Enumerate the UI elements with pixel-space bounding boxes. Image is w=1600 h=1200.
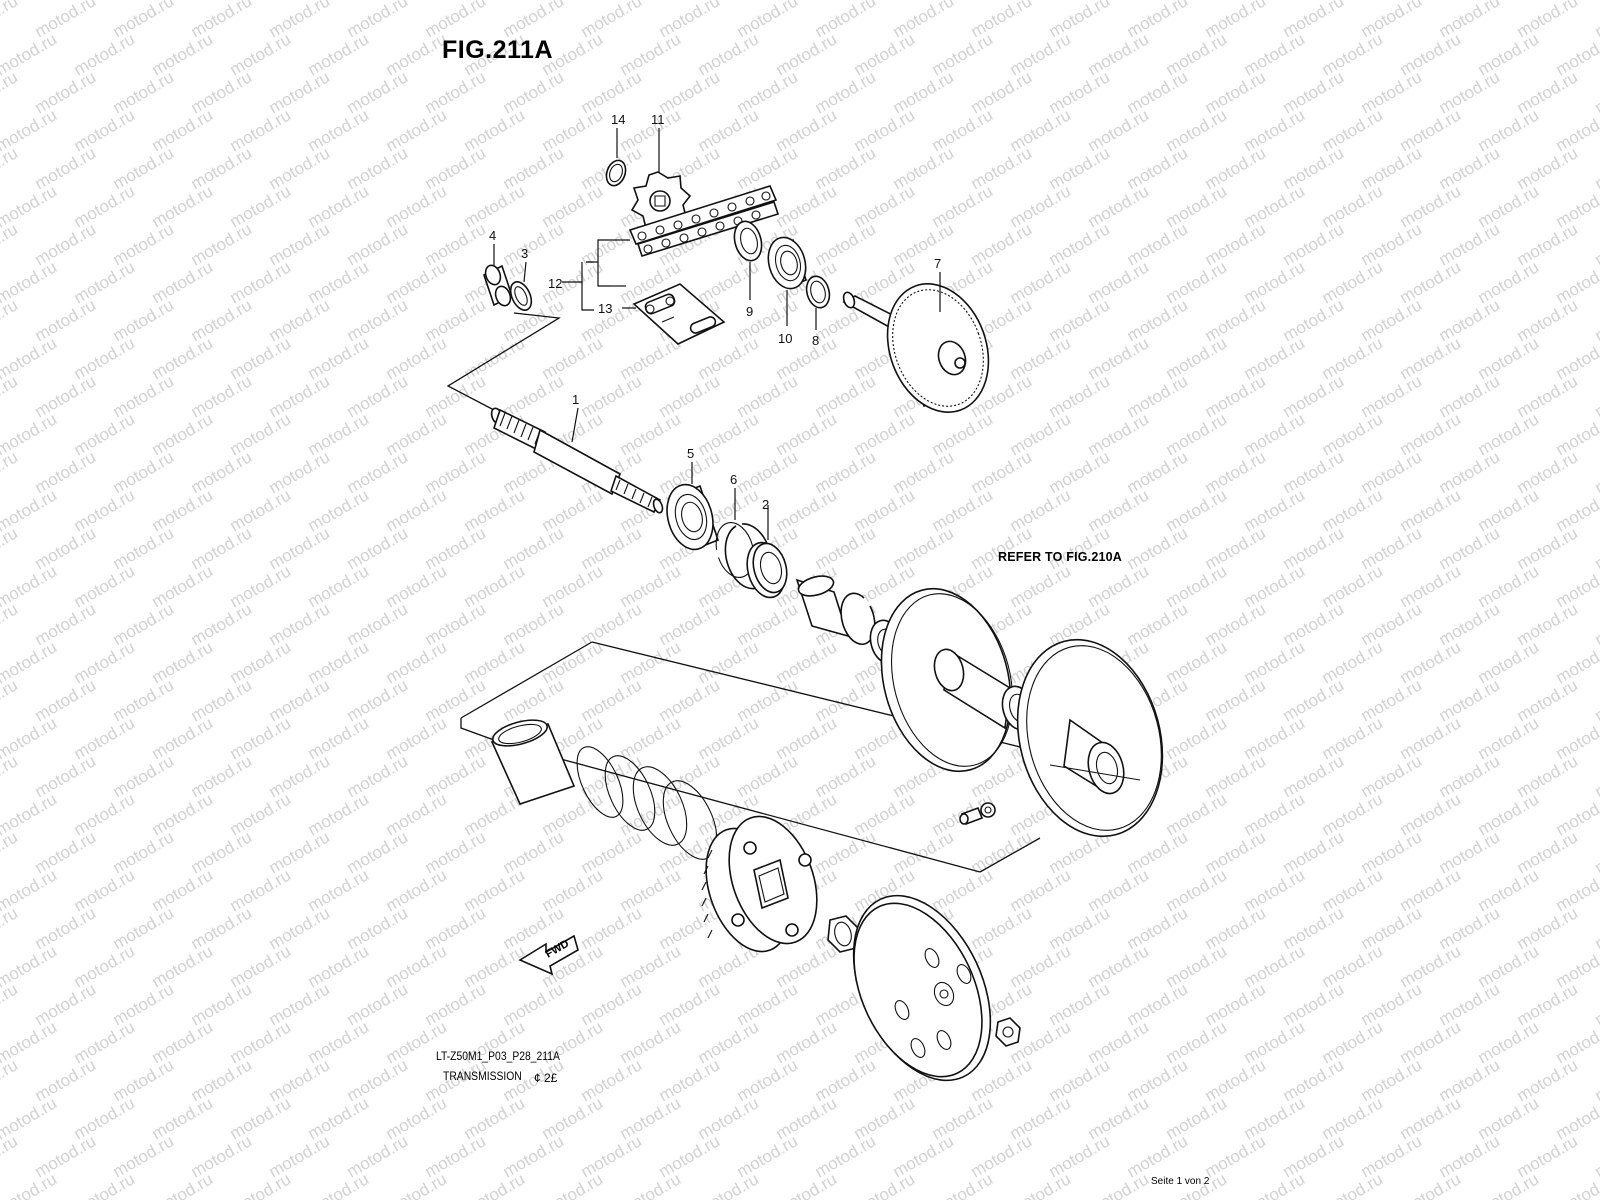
clutch-shoe-assembly	[701, 815, 818, 953]
callout-3: 3	[521, 246, 528, 261]
callout-4: 4	[489, 228, 496, 243]
callout-2: 2	[762, 497, 769, 512]
section-title: TRANSMISSION	[443, 1071, 522, 1083]
clutch-needle-bearing	[795, 575, 850, 638]
part-12-drive-chain	[628, 185, 780, 257]
fwd-arrow: FWD	[518, 934, 579, 976]
callout-10: 10	[778, 331, 792, 346]
callout-7: 7	[934, 256, 941, 271]
sheave-bolt	[959, 802, 996, 826]
part-8-circlip	[805, 275, 831, 309]
callout-6: 6	[730, 472, 737, 487]
callout-12: 12	[548, 276, 562, 291]
clutch-spacer-sleeve	[490, 719, 576, 805]
part-2-oil-seal	[746, 541, 788, 599]
clutch-flange-nut	[995, 1017, 1021, 1047]
callout-1: 1	[572, 392, 579, 407]
callout-13: 13	[598, 301, 612, 316]
part-3-washer	[509, 281, 533, 311]
page-number: Seite 1 von 2	[1151, 1176, 1210, 1187]
clutch-housing	[852, 894, 992, 1082]
part-10-bearing	[767, 236, 807, 290]
callout-14: 14	[611, 112, 625, 127]
callout-11: 11	[651, 112, 665, 127]
part-4-needle-bearing	[483, 264, 513, 307]
section-mark: ¢ 2£	[534, 1071, 558, 1085]
fixed-sheave	[880, 587, 1035, 773]
callout-8: 8	[812, 333, 819, 348]
part-7-driven-shaft	[842, 283, 990, 413]
part-11-sprocket	[630, 171, 692, 231]
part-13-chain-joint	[632, 283, 726, 345]
part-9-oil-seal	[733, 220, 763, 262]
callout-9: 9	[746, 304, 753, 319]
callout-5: 5	[687, 446, 694, 461]
figure-code: LT-Z50M1_P03_P28_211A	[436, 1051, 560, 1063]
movable-drive-face	[1016, 638, 1164, 838]
clutch-spring	[576, 746, 718, 860]
figure-title: FIG.211A	[442, 36, 553, 64]
reference-note: REFER TO FIG.210A	[998, 550, 1123, 564]
part-5-bearing	[666, 483, 719, 551]
part-1-drive-shaft	[490, 407, 664, 514]
part-14-circlip	[605, 159, 627, 187]
